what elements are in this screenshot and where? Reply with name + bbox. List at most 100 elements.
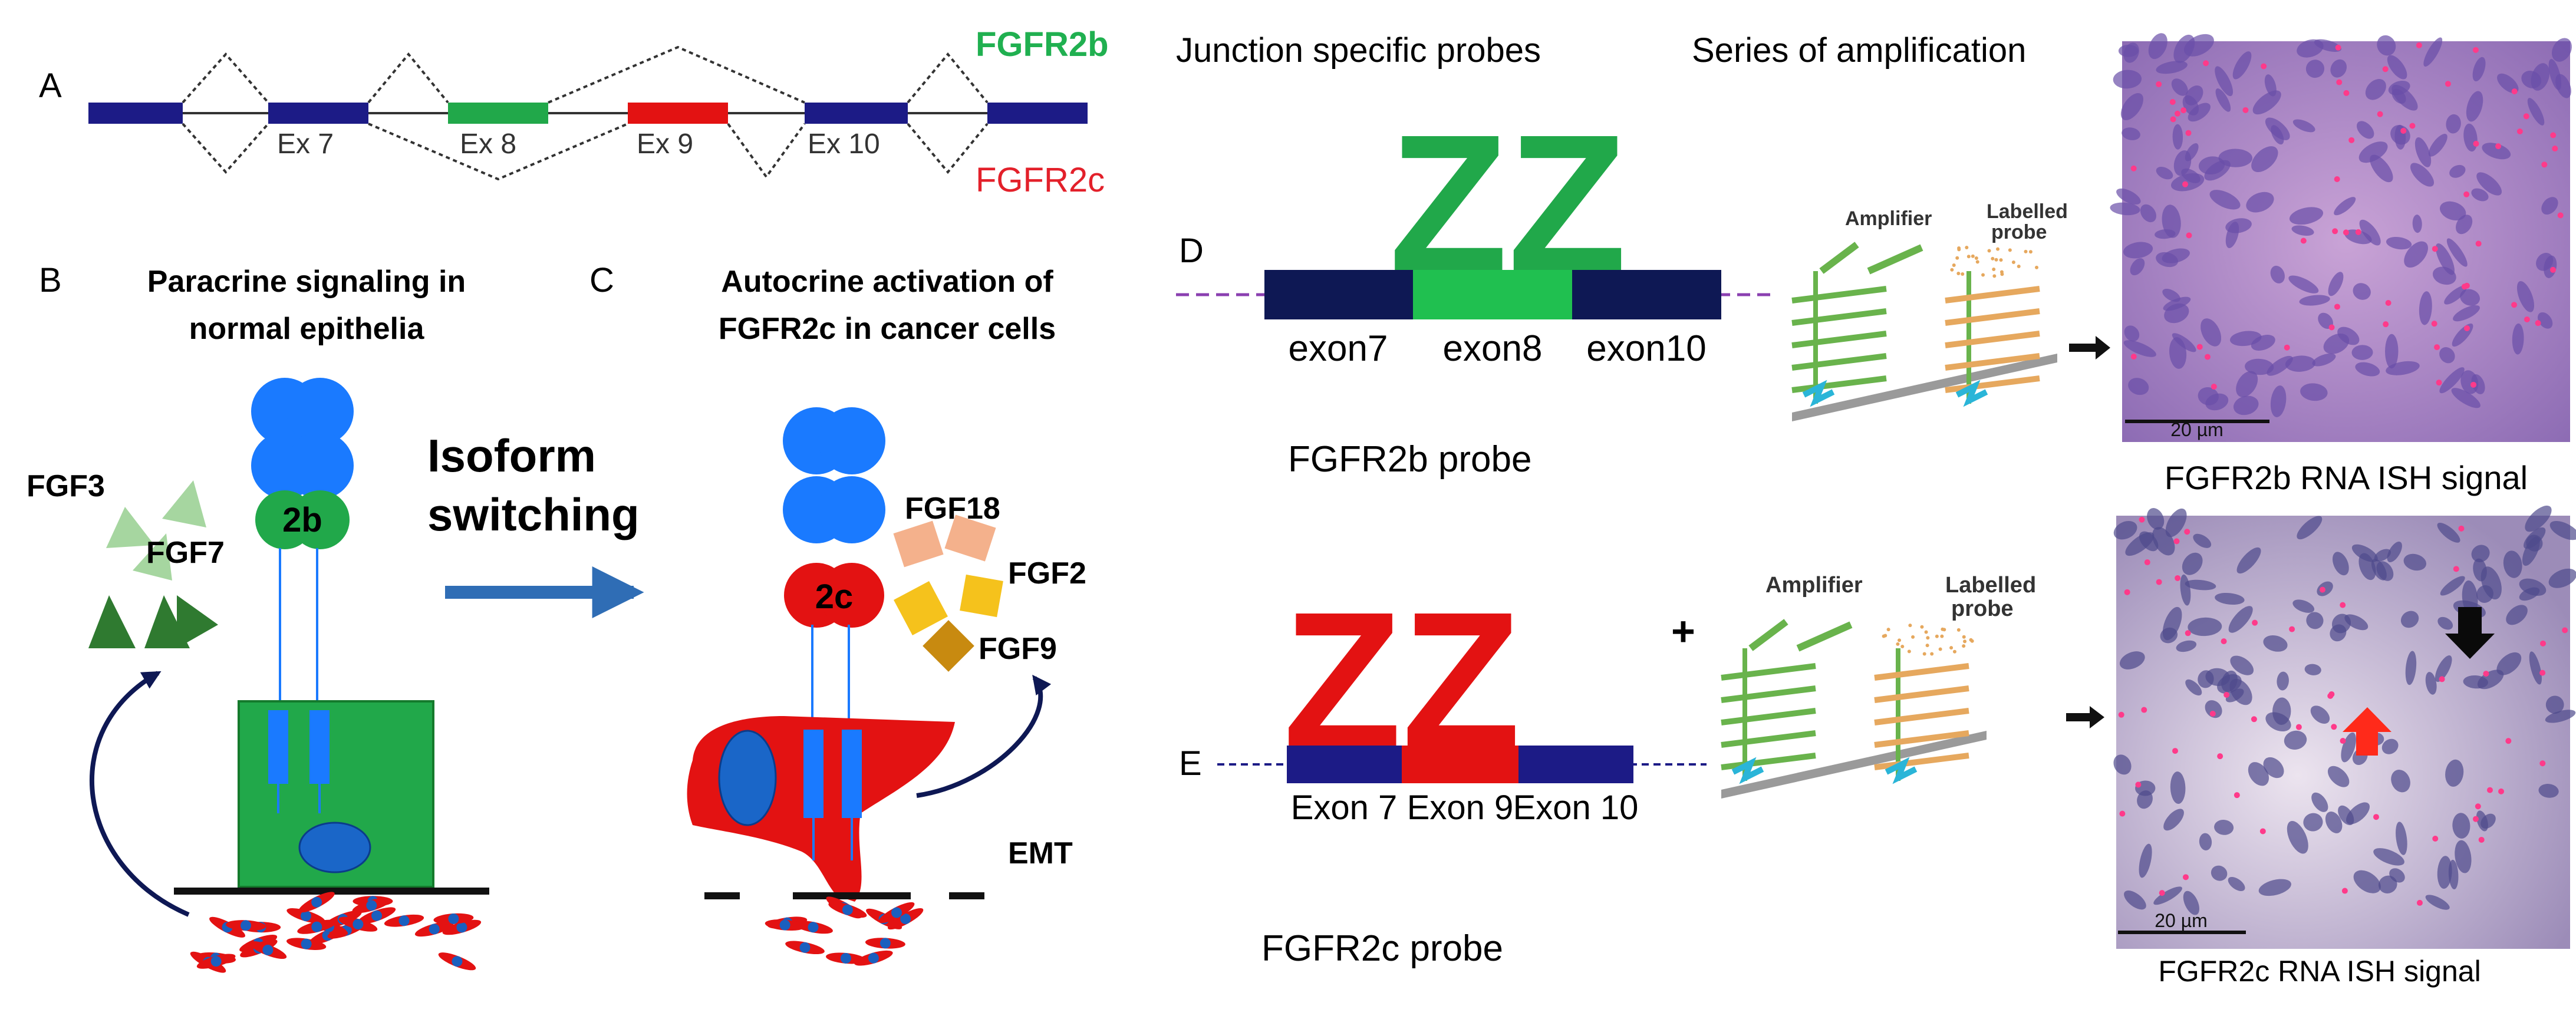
tissue-nucleus bbox=[2271, 125, 2284, 145]
arrow-to-image-e bbox=[2066, 706, 2104, 728]
tissue-nucleus bbox=[2300, 383, 2328, 401]
stroma-nucleus bbox=[301, 938, 312, 949]
amplifier-branch bbox=[1791, 286, 1887, 304]
label-dot bbox=[1952, 263, 1956, 268]
ish-signal-dot bbox=[2470, 381, 2477, 388]
exon-block-8 bbox=[448, 103, 548, 124]
ish-signal-dot bbox=[2340, 602, 2346, 608]
ish-signal-dot bbox=[2295, 724, 2302, 730]
tissue-nucleus bbox=[2258, 879, 2291, 896]
isoform-switching-line1: Isoform bbox=[427, 430, 596, 481]
label-dot bbox=[1952, 649, 1956, 654]
label-dot bbox=[1963, 639, 1967, 644]
tissue-nucleus bbox=[2472, 57, 2486, 82]
stroma-nucleus bbox=[879, 938, 891, 949]
tissue-nucleus bbox=[2232, 51, 2252, 80]
tissue-nucleus bbox=[2123, 340, 2156, 357]
fgfr2b-probe-label: FGFR2b probe bbox=[1288, 439, 1532, 480]
label-dot bbox=[1898, 638, 1902, 642]
tissue-nucleus bbox=[2396, 822, 2407, 855]
amplifier-branch bbox=[1721, 730, 1816, 748]
tissue-nucleus bbox=[2173, 34, 2195, 63]
exon8-label-d: exon8 bbox=[1443, 328, 1543, 369]
stroma-nucleus bbox=[868, 952, 879, 964]
ish-signal-dot bbox=[2552, 146, 2558, 152]
tissue-nucleus bbox=[2506, 605, 2528, 625]
ish-signal-dot bbox=[2340, 738, 2346, 744]
tissue-nucleus bbox=[2439, 347, 2455, 364]
exon7-label-d: exon7 bbox=[1289, 328, 1388, 369]
tissue-nucleus bbox=[2435, 243, 2455, 275]
tissue-nucleus bbox=[2228, 606, 2253, 633]
stroma-nucleus bbox=[210, 956, 222, 967]
tissue-nucleus bbox=[2387, 55, 2407, 80]
cancer-nucleus bbox=[718, 730, 777, 826]
tissue-nucleus bbox=[2128, 378, 2149, 395]
tissue-nucleus bbox=[2284, 730, 2307, 750]
amplifier-branch bbox=[1945, 331, 2040, 348]
amplifier-arm bbox=[1796, 621, 1853, 652]
label-dot bbox=[1908, 624, 1912, 628]
ish-signal-dot bbox=[2539, 640, 2546, 647]
tissue-nucleus bbox=[2328, 272, 2344, 296]
tissue-nucleus bbox=[2356, 121, 2374, 139]
ish-signal-dot bbox=[2348, 137, 2355, 143]
ish-signal-dot bbox=[2156, 579, 2162, 585]
tissue-nucleus bbox=[2211, 865, 2228, 881]
panel-a-letter: A bbox=[39, 67, 62, 105]
tissue-nucleus bbox=[2385, 334, 2399, 369]
tissue-nucleus bbox=[2435, 655, 2452, 682]
tissue-nucleus bbox=[2180, 574, 2191, 606]
ish-signal-dot bbox=[2182, 181, 2189, 187]
tissue-nucleus bbox=[2209, 190, 2241, 210]
exon9-label-e: Exon 9 bbox=[1407, 789, 1514, 827]
tissue-nucleus bbox=[2404, 241, 2428, 268]
tissue-nucleus bbox=[2285, 355, 2316, 372]
tissue-nucleus bbox=[2123, 242, 2153, 259]
panel-c-title-line2: FGFR2c in cancer cells bbox=[719, 312, 1056, 346]
tissue-nucleus bbox=[2353, 870, 2381, 893]
ish-signal-dot bbox=[2511, 302, 2518, 308]
tissue-nucleus bbox=[2297, 39, 2324, 58]
ish-signal-dot bbox=[2416, 899, 2423, 906]
tissue-nucleus bbox=[2245, 358, 2274, 375]
tissue-nucleus bbox=[2263, 757, 2284, 779]
tissue-nucleus bbox=[2545, 695, 2564, 714]
slide-surface bbox=[1721, 731, 1987, 799]
label-dot bbox=[1926, 636, 1930, 640]
tissue-nucleus bbox=[2263, 635, 2288, 652]
probe-d-exon10 bbox=[1572, 270, 1721, 319]
tissue-nucleus bbox=[2130, 258, 2145, 276]
ish-signal-dot bbox=[2486, 787, 2493, 793]
ish-signal-dot bbox=[2139, 516, 2145, 523]
ish-signal-dot bbox=[2463, 191, 2470, 197]
probe-label-d: probe bbox=[1991, 221, 2047, 243]
receptor-tm-right bbox=[309, 710, 330, 784]
label-dot bbox=[1962, 644, 1966, 648]
ish-signal-dot bbox=[2475, 240, 2482, 247]
header-amplification: Series of amplification bbox=[1692, 31, 2026, 70]
panel-e: E ZZ Exon 7 Exon 9 Exon 10 + FGFR2c prob… bbox=[1179, 505, 2576, 988]
isoform-switching-line2: switching bbox=[427, 489, 640, 540]
tissue-nucleus bbox=[2519, 578, 2547, 596]
ish-signal-dot bbox=[2550, 132, 2557, 138]
ish-signal-dot bbox=[2483, 671, 2489, 677]
label-dot bbox=[1922, 652, 1926, 656]
tissue-nucleus bbox=[2455, 840, 2472, 873]
amplifier-branch bbox=[1874, 663, 1969, 681]
isoform-switching: Isoform switching bbox=[427, 430, 644, 618]
label-dot bbox=[1971, 254, 1975, 258]
label-dot bbox=[1911, 635, 1915, 639]
exon-block-downstream bbox=[987, 103, 1088, 124]
panel-b: B Paracrine signaling in normal epitheli… bbox=[27, 261, 489, 973]
tissue-nucleus bbox=[2330, 624, 2347, 642]
tissue-nucleus bbox=[2183, 891, 2199, 915]
ish-signal-dot bbox=[2516, 128, 2523, 135]
ish-signal-dot bbox=[2334, 176, 2340, 182]
stroma-nucleus bbox=[241, 920, 252, 931]
arrow-to-image-d bbox=[2069, 336, 2110, 360]
label-dot bbox=[1992, 267, 1996, 271]
amplifier-label-e: Amplifier bbox=[1765, 573, 1863, 598]
tissue-nucleus bbox=[2471, 545, 2490, 562]
ish-signal-dot bbox=[2289, 626, 2295, 632]
